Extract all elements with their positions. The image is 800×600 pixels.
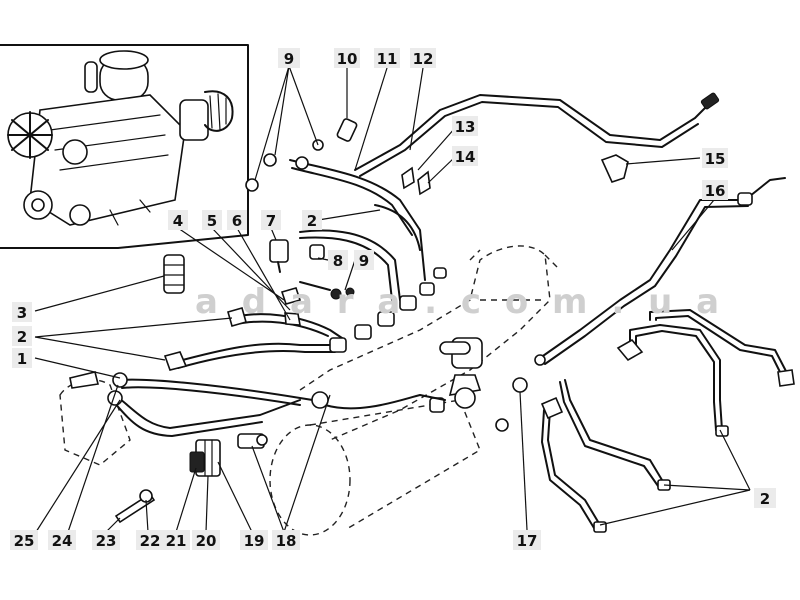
watermark-text: a d a r a . c o m . u a: [195, 282, 725, 322]
small-parts: [69, 118, 629, 524]
callout-9b: 9: [359, 252, 369, 270]
callout-22: 22: [140, 532, 161, 550]
engine-block-outline: [59, 245, 561, 536]
callout-2: 2: [307, 212, 317, 230]
callout-21: 21: [166, 532, 187, 550]
callout-7: 7: [266, 212, 276, 230]
callout-3: 3: [17, 304, 27, 322]
callout-11: 11: [377, 50, 398, 68]
return-line-top: [354, 92, 720, 177]
callout-23: 23: [96, 532, 117, 550]
callout-15: 15: [705, 150, 726, 168]
callout-2c: 2: [760, 490, 770, 508]
callout-10: 10: [337, 50, 358, 68]
callout-9: 9: [284, 50, 294, 68]
callout-1: 1: [17, 350, 27, 368]
callout-5: 5: [207, 212, 217, 230]
callout-13: 13: [455, 118, 476, 136]
engine-inset: [0, 44, 249, 249]
return-line-right: [534, 177, 786, 366]
callout-17: 17: [517, 532, 538, 550]
fuel-pipes-right: [540, 309, 795, 533]
callout-6: 6: [232, 212, 242, 230]
callout-4: 4: [173, 212, 183, 230]
leader-lines: [34, 65, 751, 533]
callout-14: 14: [455, 148, 476, 166]
callout-20: 20: [196, 532, 217, 550]
callout-8: 8: [333, 252, 343, 270]
engine-illustration: [7, 50, 234, 226]
callout-18: 18: [276, 532, 297, 550]
callout-2b: 2: [17, 328, 27, 346]
pump-fittings: [311, 267, 483, 413]
callouts: 9 10 11 12 13 14 15 16 4 5 6 7 2 8 9 3 2…: [10, 48, 776, 550]
callout-25: 25: [14, 532, 35, 550]
callout-24: 24: [52, 532, 73, 550]
callout-19: 19: [244, 532, 265, 550]
callout-12: 12: [413, 50, 434, 68]
callout-16: 16: [705, 182, 726, 200]
filter-part-3: [163, 254, 185, 294]
